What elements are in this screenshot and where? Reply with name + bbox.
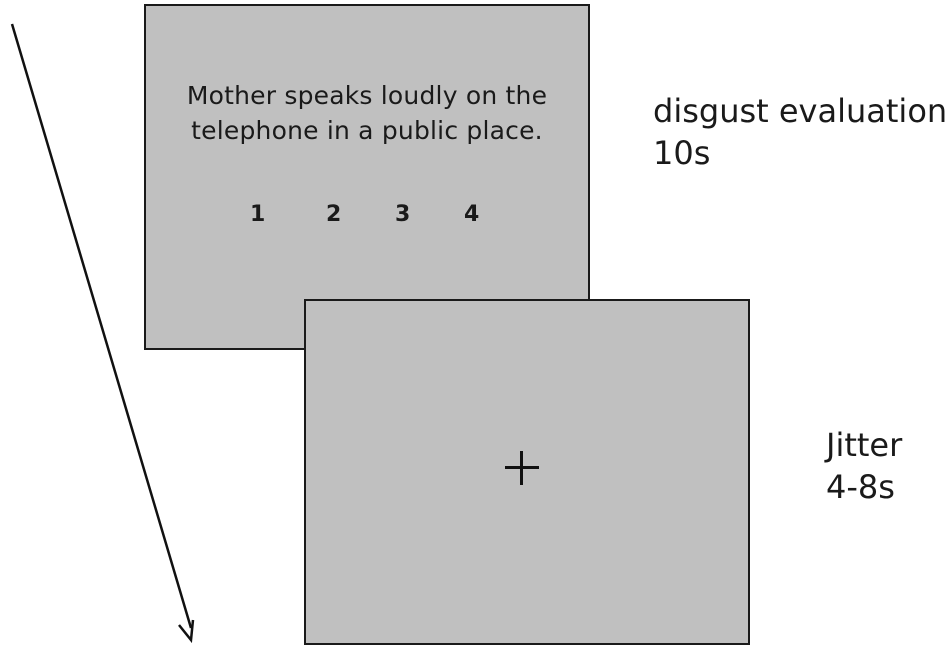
jitter-phase-name: Jitter (826, 426, 903, 464)
rating-option-1: 1 (250, 202, 266, 227)
sentence-line-1: Mother speaks loudly on the (186, 81, 548, 110)
jitter-phase-duration: 4-8s (826, 468, 895, 506)
rating-scale: 1 2 3 4 (146, 202, 588, 232)
evaluation-screen: Mother speaks loudly on the telephone in… (144, 4, 590, 350)
rating-option-2: 2 (326, 202, 342, 227)
stimulus-sentence: Mother speaks loudly on the telephone in… (146, 78, 588, 148)
rating-option-3: 3 (395, 202, 411, 227)
evaluation-phase-duration: 10s (653, 134, 711, 172)
sentence-line-2: telephone in a public place. (191, 116, 543, 145)
jitter-screen (304, 299, 750, 645)
jitter-phase-label: Jitter 4-8s (826, 424, 902, 508)
rating-option-4: 4 (464, 202, 480, 227)
evaluation-phase-name: disgust evaluation (653, 92, 948, 130)
fixation-cross-icon (505, 451, 539, 485)
evaluation-phase-label: disgust evaluation 10s (653, 90, 947, 174)
